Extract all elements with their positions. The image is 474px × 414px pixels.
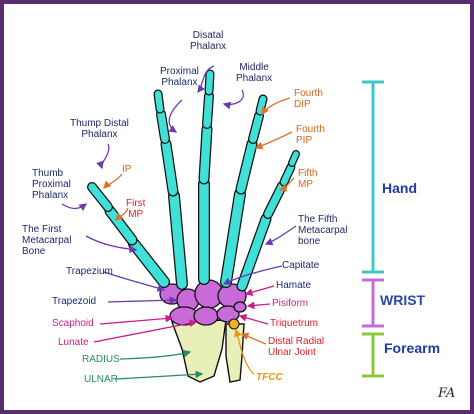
label-trapezoid: Trapezoid [52,296,97,307]
leader-arrows [61,65,297,380]
ulna-bone [225,323,245,383]
pisiform-bone [233,301,247,313]
tfcc-disc [228,318,240,330]
label-capitate: Capitate [282,260,320,271]
region-hand-label: Hand [382,180,417,196]
region-brackets [362,80,384,378]
forearm-bracket [362,332,384,378]
radius-bone [171,319,227,383]
label-triquetrum: Triquetrum [270,318,318,329]
label-ulnar: ULNAR [84,374,118,385]
label-tfcc: TFCC [256,372,283,383]
hand-bracket [362,80,384,274]
label-pisiform: Pisiform [272,298,309,309]
hand-skeleton-illustration [61,65,384,383]
wrist-bracket [362,278,384,328]
label-lunate: Lunate [58,337,89,348]
finger-bones [87,69,300,292]
label-ip: IP [122,164,132,175]
label-scaphoid: Scaphoid [52,318,94,329]
label-hamate: Hamate [276,280,312,291]
lunate-bone [193,306,219,326]
triquetrum-bone [216,305,240,323]
label-radius: RADIUS [82,354,120,365]
region-forearm-label: Forearm [384,340,441,356]
region-wrist-label: WRIST [380,292,426,308]
label-trapezium: Trapezium [66,266,113,277]
artist-signature: FA [438,386,456,401]
carpal-bones [159,279,247,326]
